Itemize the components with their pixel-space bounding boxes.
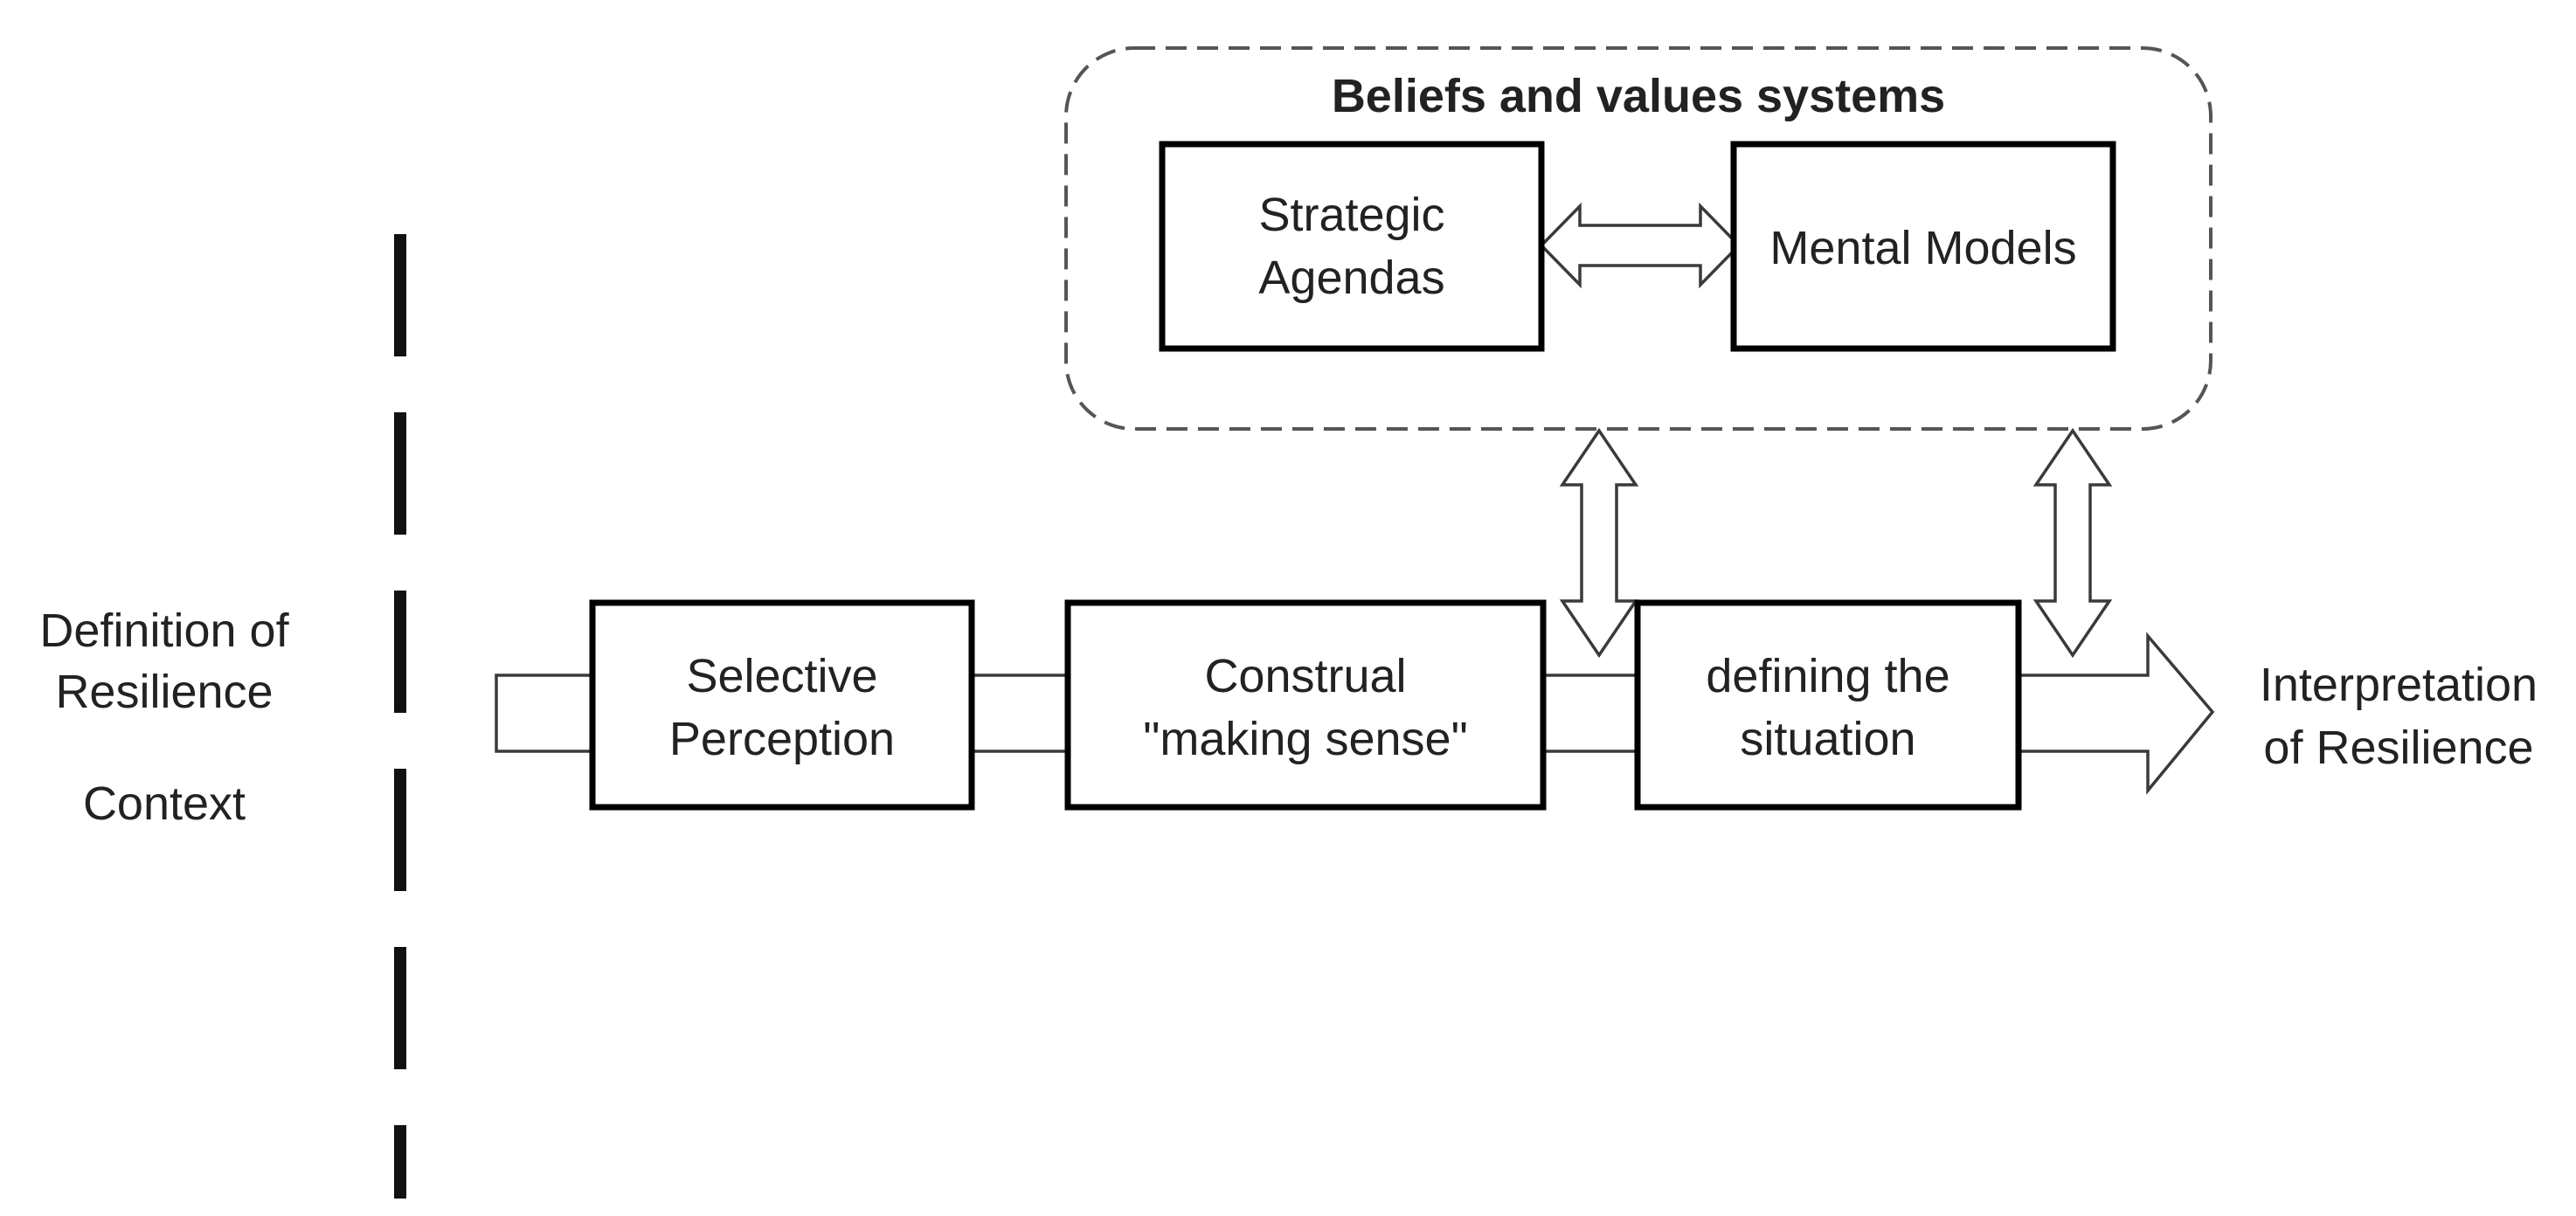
beliefs-values-group — [1064, 46, 2212, 431]
strategic-agendas-line1: Strategic — [1258, 189, 1444, 241]
defining-situation-line2: situation — [1740, 713, 1915, 765]
defining-situation-box — [1634, 599, 2022, 811]
mental-models-box — [1730, 141, 2116, 352]
definition-label-line2: Resilience — [55, 666, 273, 718]
interpretation-label-line1: Interpretation — [2260, 659, 2538, 711]
selective-perception-line2: Perception — [669, 713, 895, 765]
agenda-models-double-arrow — [1539, 202, 1742, 289]
selective-perception-box — [589, 599, 975, 811]
construal-box — [1064, 599, 1547, 811]
group-defining-double-arrow — [1559, 427, 1639, 659]
strategic-agendas-line2: Agendas — [1258, 252, 1444, 304]
mental-models-label: Mental Models — [1769, 222, 2076, 274]
selective-perception-line1: Selective — [686, 650, 877, 702]
context-label: Context — [83, 777, 246, 830]
interpretation-label-line2: of Resilience — [2263, 722, 2533, 774]
beliefs-values-title: Beliefs and values systems — [1332, 70, 1945, 122]
definition-label-line1: Definition of — [39, 605, 289, 657]
strategic-agendas-box — [1159, 141, 1545, 352]
group-output-double-arrow — [2032, 427, 2113, 659]
construal-line2: "making sense" — [1143, 713, 1468, 765]
construal-line1: Construal — [1204, 650, 1406, 702]
defining-situation-line1: defining the — [1706, 650, 1949, 702]
